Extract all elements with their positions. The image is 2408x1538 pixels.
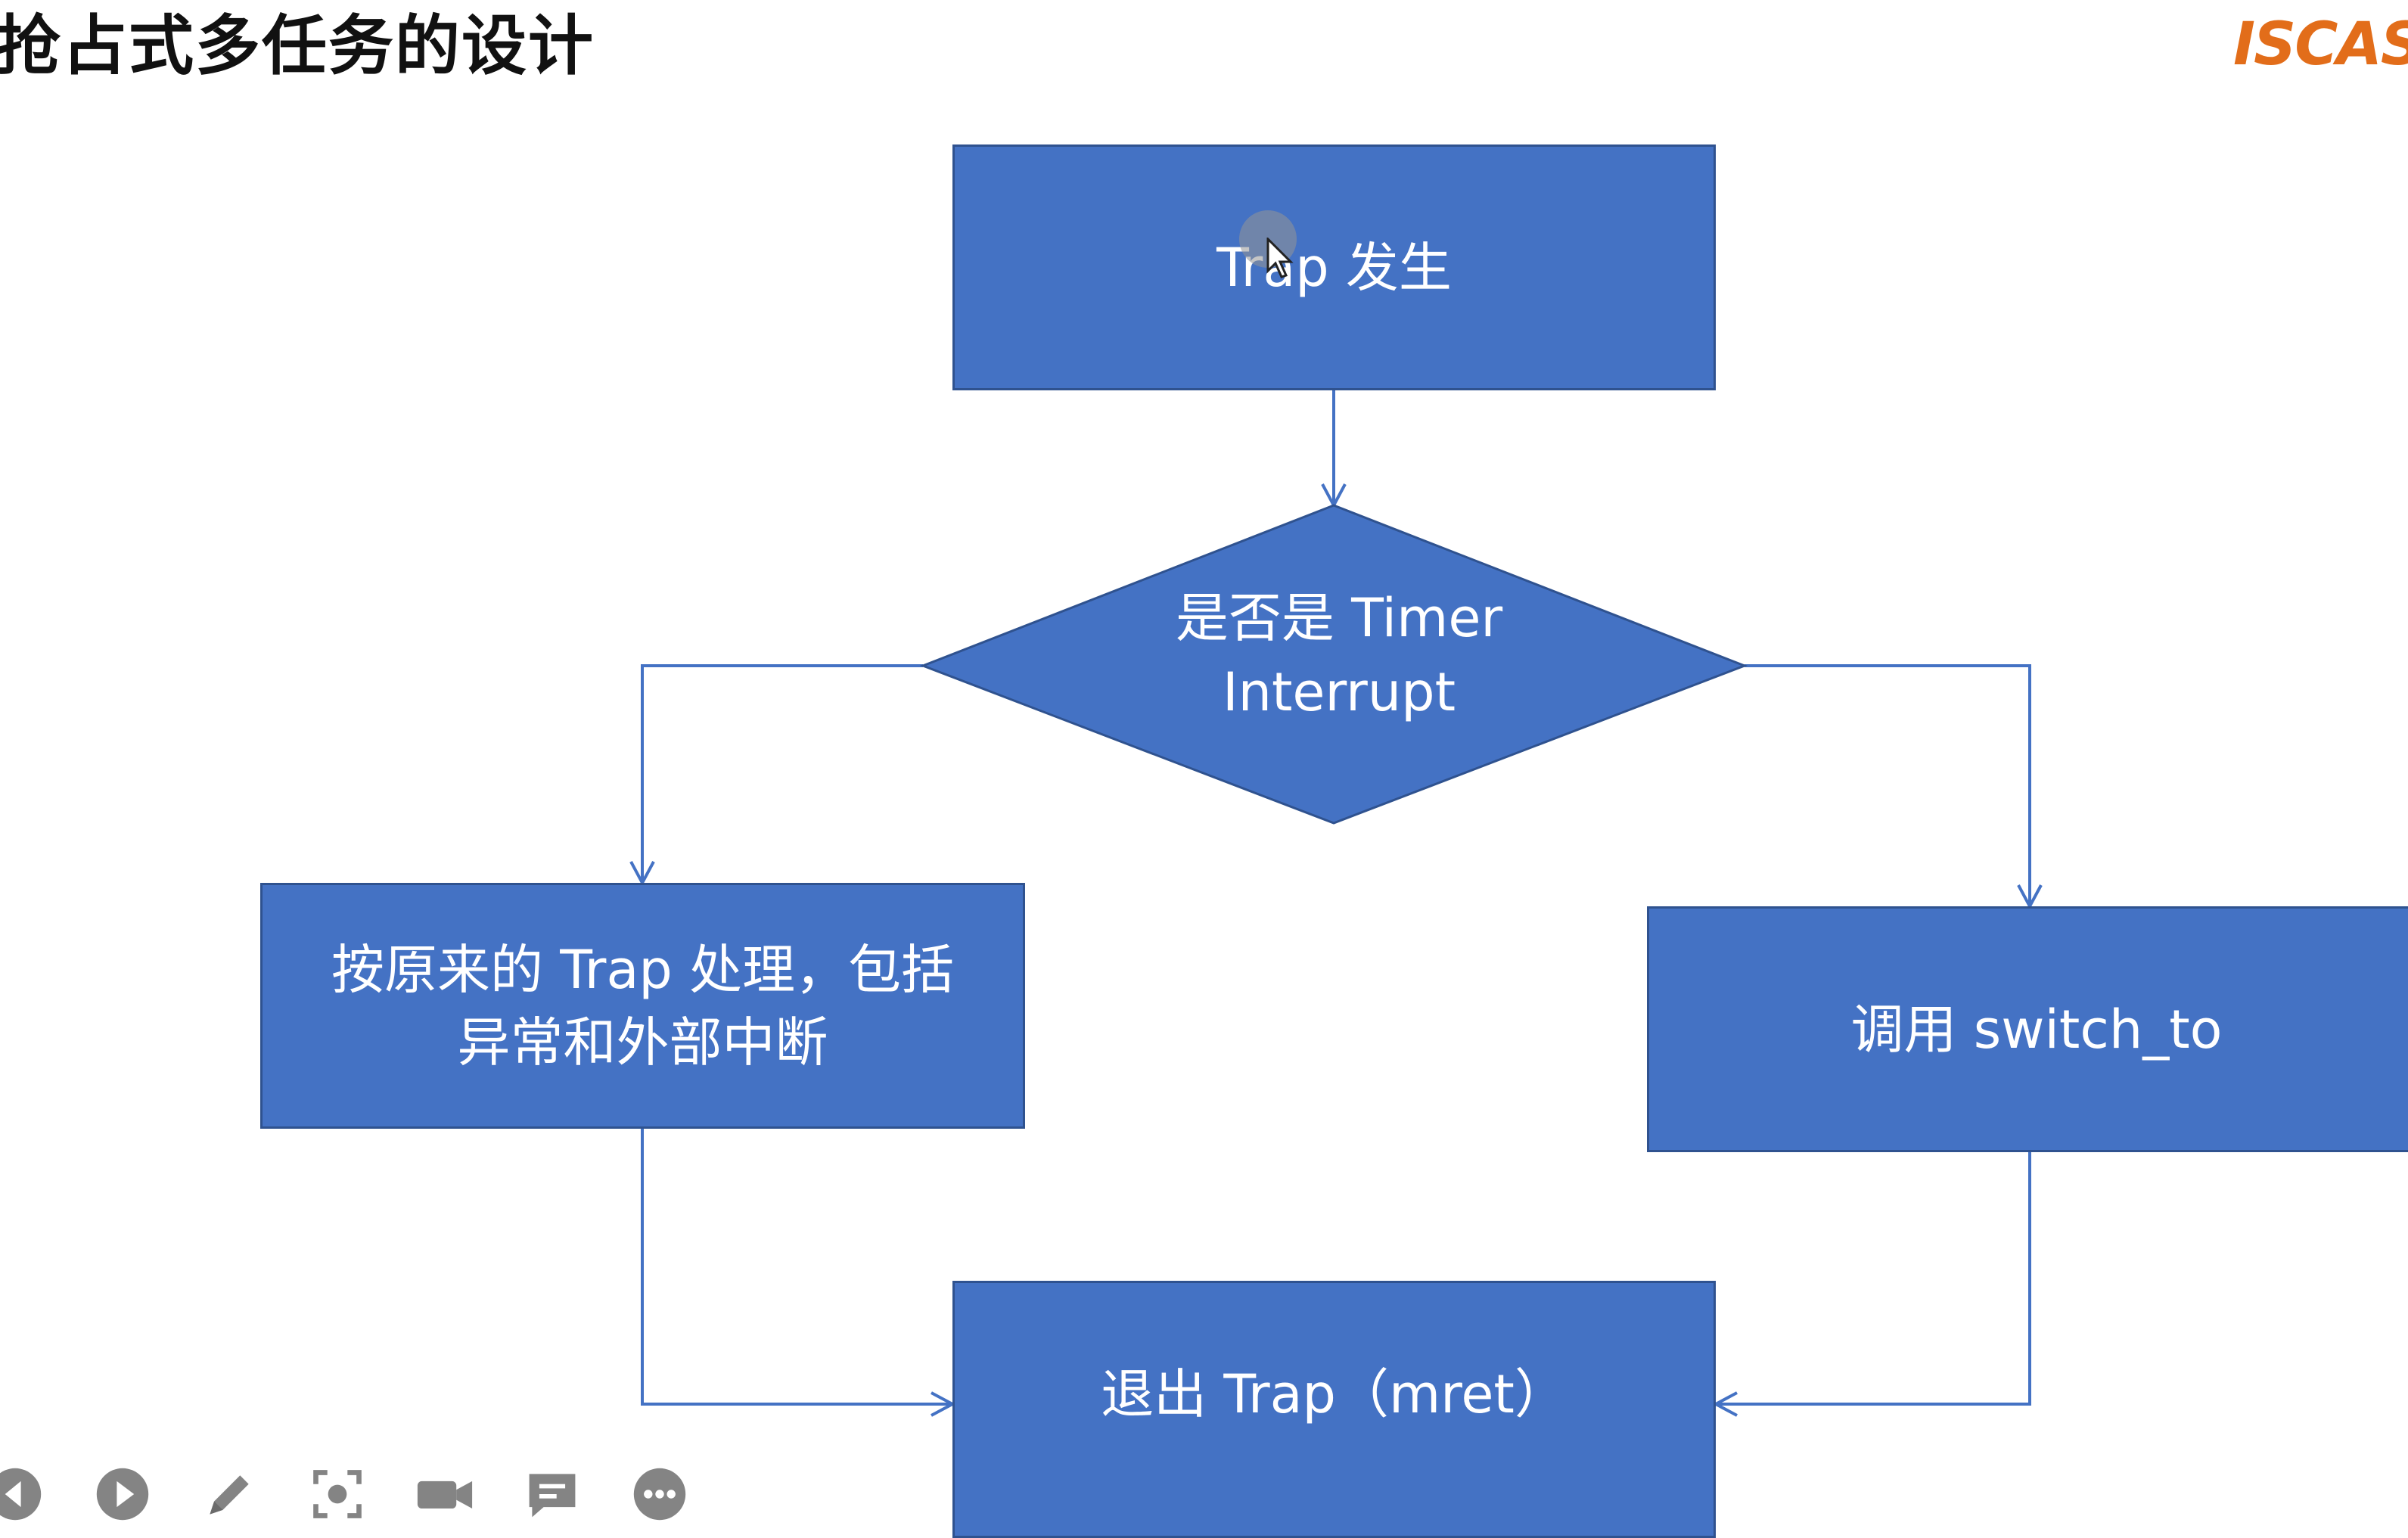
node-trap-occurs-label: Trap 发生 <box>1216 236 1452 299</box>
subtitle-button[interactable] <box>522 1464 583 1524</box>
cursor-arrow-icon <box>1266 238 1294 278</box>
mouse-cursor <box>1239 210 1297 278</box>
more-button[interactable] <box>629 1464 690 1524</box>
play-icon <box>96 1468 149 1521</box>
node-exit-trap-label: 退出 Trap（mret） <box>1101 1363 1568 1425</box>
connector-decision-to-switch <box>1745 664 2031 906</box>
node-call-switch-to: 调用 switch_to <box>1647 906 2408 1152</box>
prev-icon <box>0 1468 42 1521</box>
subtitle-icon <box>529 1474 576 1518</box>
camera-icon <box>417 1481 473 1508</box>
play-button[interactable] <box>92 1464 153 1524</box>
connector-switch-to-exit <box>1716 1152 2031 1406</box>
connector-decision-to-default <box>641 664 923 883</box>
node-call-switch-to-label: 调用 switch_to <box>1850 998 2223 1061</box>
screenshot-icon <box>313 1470 362 1518</box>
node-default-trap-handling-label: 按原来的 Trap 处理，包括 异常和外部中断 <box>331 938 955 1073</box>
screenshot-button[interactable] <box>307 1464 368 1524</box>
pen-icon <box>210 1475 249 1515</box>
presentation-toolbar <box>0 1460 737 1528</box>
decision-diamond <box>919 504 1748 825</box>
node-exit-trap: 退出 Trap（mret） <box>952 1281 1716 1538</box>
more-icon <box>633 1468 686 1521</box>
slide-title: 抢占式多任务的设计 <box>0 8 595 84</box>
arrowhead-exit-right <box>1712 1391 1738 1417</box>
logo-text: ISCAS <box>2233 11 2408 79</box>
decision-label: 是否是 Timer Interrupt <box>1175 587 1503 723</box>
node-trap-occurs: Trap 发生 <box>952 144 1716 390</box>
connector-default-to-exit <box>641 1129 952 1406</box>
camera-button[interactable] <box>415 1464 475 1524</box>
prev-slide-button[interactable] <box>0 1464 45 1524</box>
iscas-logo: ISCAS ISCAS <box>2233 11 2408 82</box>
node-default-trap-handling: 按原来的 Trap 处理，包括 异常和外部中断 <box>260 883 1025 1129</box>
pen-button[interactable] <box>200 1464 260 1524</box>
